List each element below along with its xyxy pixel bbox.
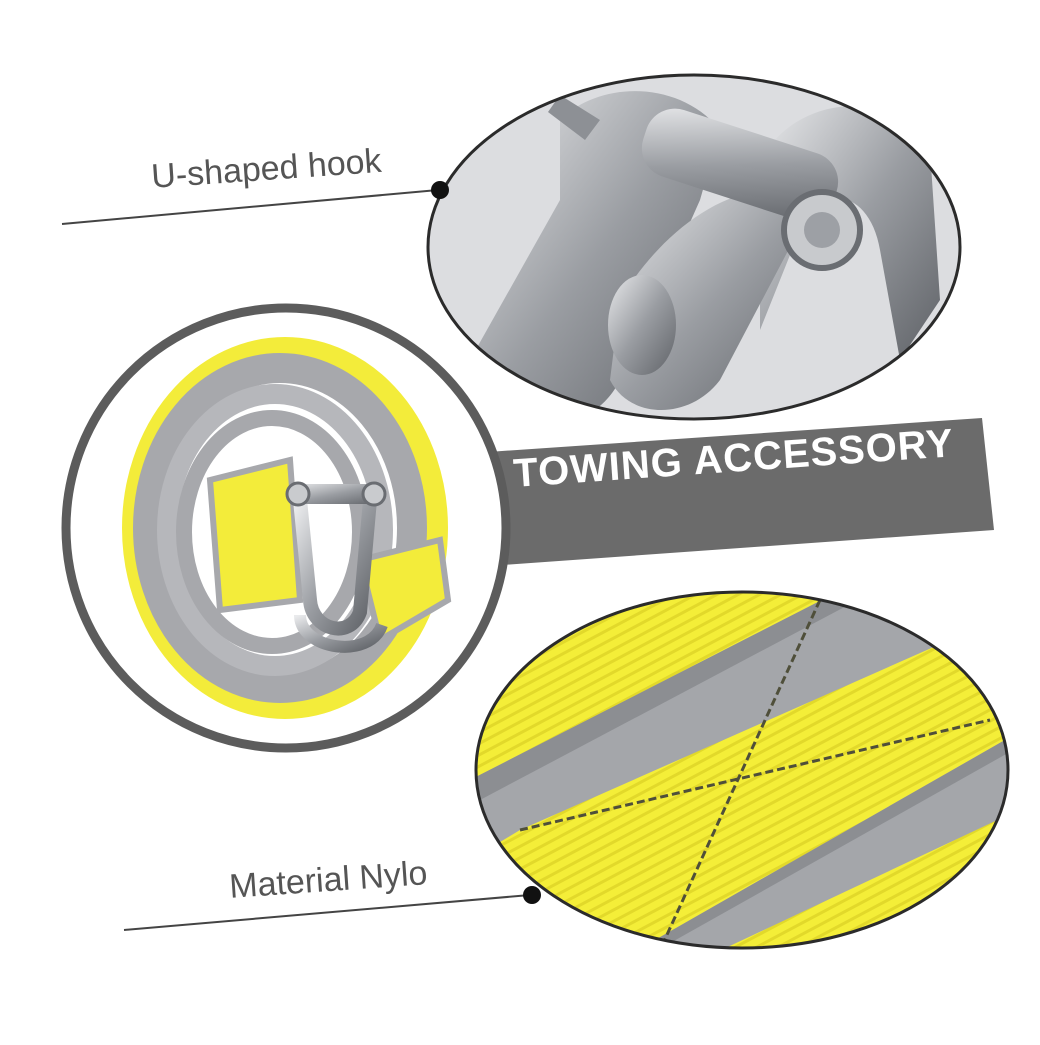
strap-coil-icon: [122, 337, 452, 719]
callout-dot-top: [431, 181, 449, 199]
callout-line-top: [61, 189, 439, 225]
strap-coil-circle: [61, 303, 511, 753]
callout-dot-bottom: [523, 886, 541, 904]
shackle-closeup: [426, 73, 962, 421]
webbing-closeup: [474, 590, 1010, 950]
callout-line-bottom: [123, 894, 531, 931]
shackle-icon: [285, 481, 388, 653]
banner-shape: [488, 418, 994, 566]
